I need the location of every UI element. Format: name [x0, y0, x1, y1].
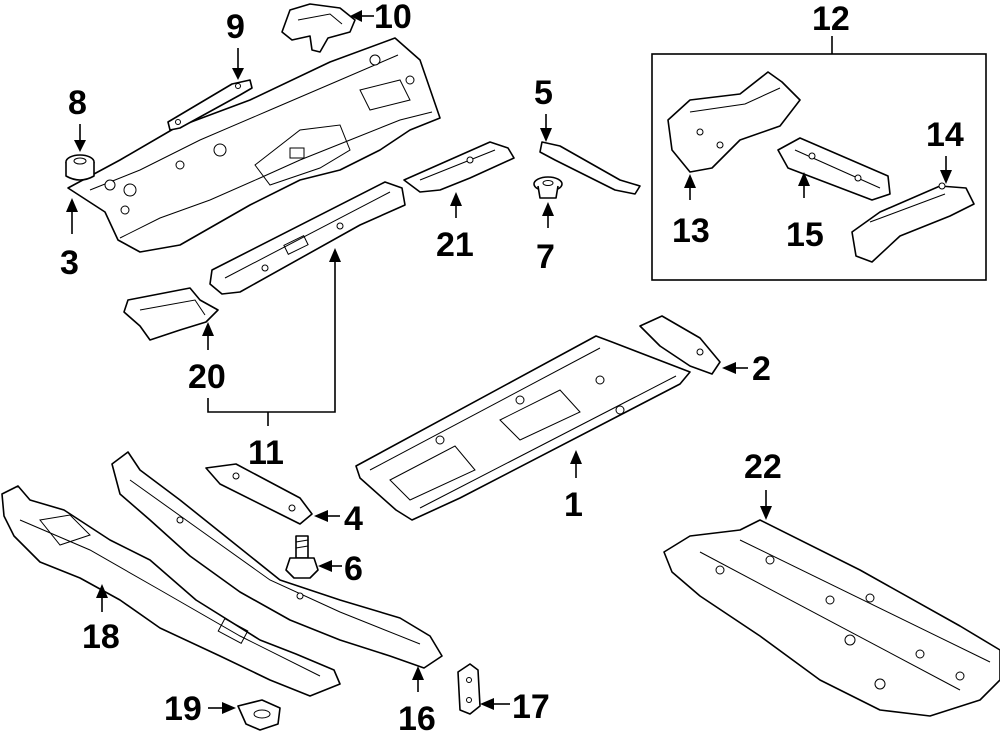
callout-19-label: 19 [164, 690, 202, 728]
part-10-bracket [281, 3, 356, 53]
callout-8: 8 [68, 84, 87, 152]
callout-13-label: 13 [672, 212, 710, 250]
callout-8-label: 8 [68, 84, 87, 122]
callout-18-label: 18 [82, 618, 120, 656]
callout-3: 3 [60, 198, 79, 282]
callout-19: 19 [164, 690, 236, 728]
part-5-strap [539, 141, 641, 195]
callout-20-label: 20 [188, 358, 226, 396]
part-21-bracket [403, 141, 515, 193]
callout-18: 18 [82, 584, 120, 656]
callout-4-label: 4 [344, 500, 363, 538]
callout-15-label: 15 [786, 216, 824, 254]
part-9-bracket [167, 79, 253, 131]
callout-5-label: 5 [534, 74, 553, 112]
callout-1-label: 1 [564, 486, 583, 524]
callout-9: 9 [226, 8, 245, 80]
callout-6-label: 6 [344, 550, 363, 588]
part-3-front-floor-pan [67, 37, 441, 253]
group-12-frame: 12 [651, 0, 987, 281]
callout-16-label: 16 [398, 700, 436, 734]
callout-13: 13 [672, 174, 710, 250]
callout-16: 16 [398, 666, 436, 734]
callout-7: 7 [536, 202, 555, 276]
callout-2: 2 [722, 350, 771, 388]
callout-17: 17 [480, 688, 550, 726]
part-6-bolt [285, 535, 319, 579]
callout-6: 6 [318, 550, 363, 588]
callout-22: 22 [744, 448, 782, 520]
part-8-bumper [65, 154, 95, 181]
callout-10-label: 10 [374, 0, 412, 36]
callout-14: 14 [926, 116, 964, 184]
callout-22-label: 22 [744, 448, 782, 486]
callout-10: 10 [350, 0, 412, 36]
callout-21: 21 [436, 192, 474, 264]
callout-17-label: 17 [512, 688, 550, 726]
part-15-bracket [777, 137, 891, 201]
callout-14-label: 14 [926, 116, 964, 154]
callout-9-label: 9 [226, 8, 245, 46]
callout-4: 4 [314, 500, 363, 538]
part-4-bracket [205, 463, 313, 525]
part-1-floor-pan [355, 335, 691, 521]
part-13-bracket [667, 71, 801, 173]
part-22-underbody-shield [663, 519, 1000, 717]
part-20-bracket [123, 287, 219, 341]
part-7-clip [533, 176, 563, 199]
part-19-plug [237, 699, 281, 731]
part-2-bracket [639, 315, 721, 375]
callout-1: 1 [564, 450, 583, 524]
callout-11-label: 11 [248, 434, 284, 472]
part-16-crossmember [111, 451, 443, 669]
callout-5: 5 [534, 74, 553, 142]
part-18-crossmember [1, 485, 341, 697]
callout-7-label: 7 [536, 238, 555, 276]
callout-12-label: 12 [812, 0, 850, 38]
callout-2-label: 2 [752, 350, 771, 388]
part-11-reinforcement [209, 181, 406, 295]
callout-15: 15 [786, 172, 824, 254]
part-17-bracket [457, 663, 481, 715]
callout-11: 11 [207, 248, 341, 472]
part-14-bracket [851, 182, 975, 263]
callout-21-label: 21 [436, 226, 474, 264]
callout-20: 20 [188, 322, 226, 396]
callout-3-label: 3 [60, 244, 79, 282]
